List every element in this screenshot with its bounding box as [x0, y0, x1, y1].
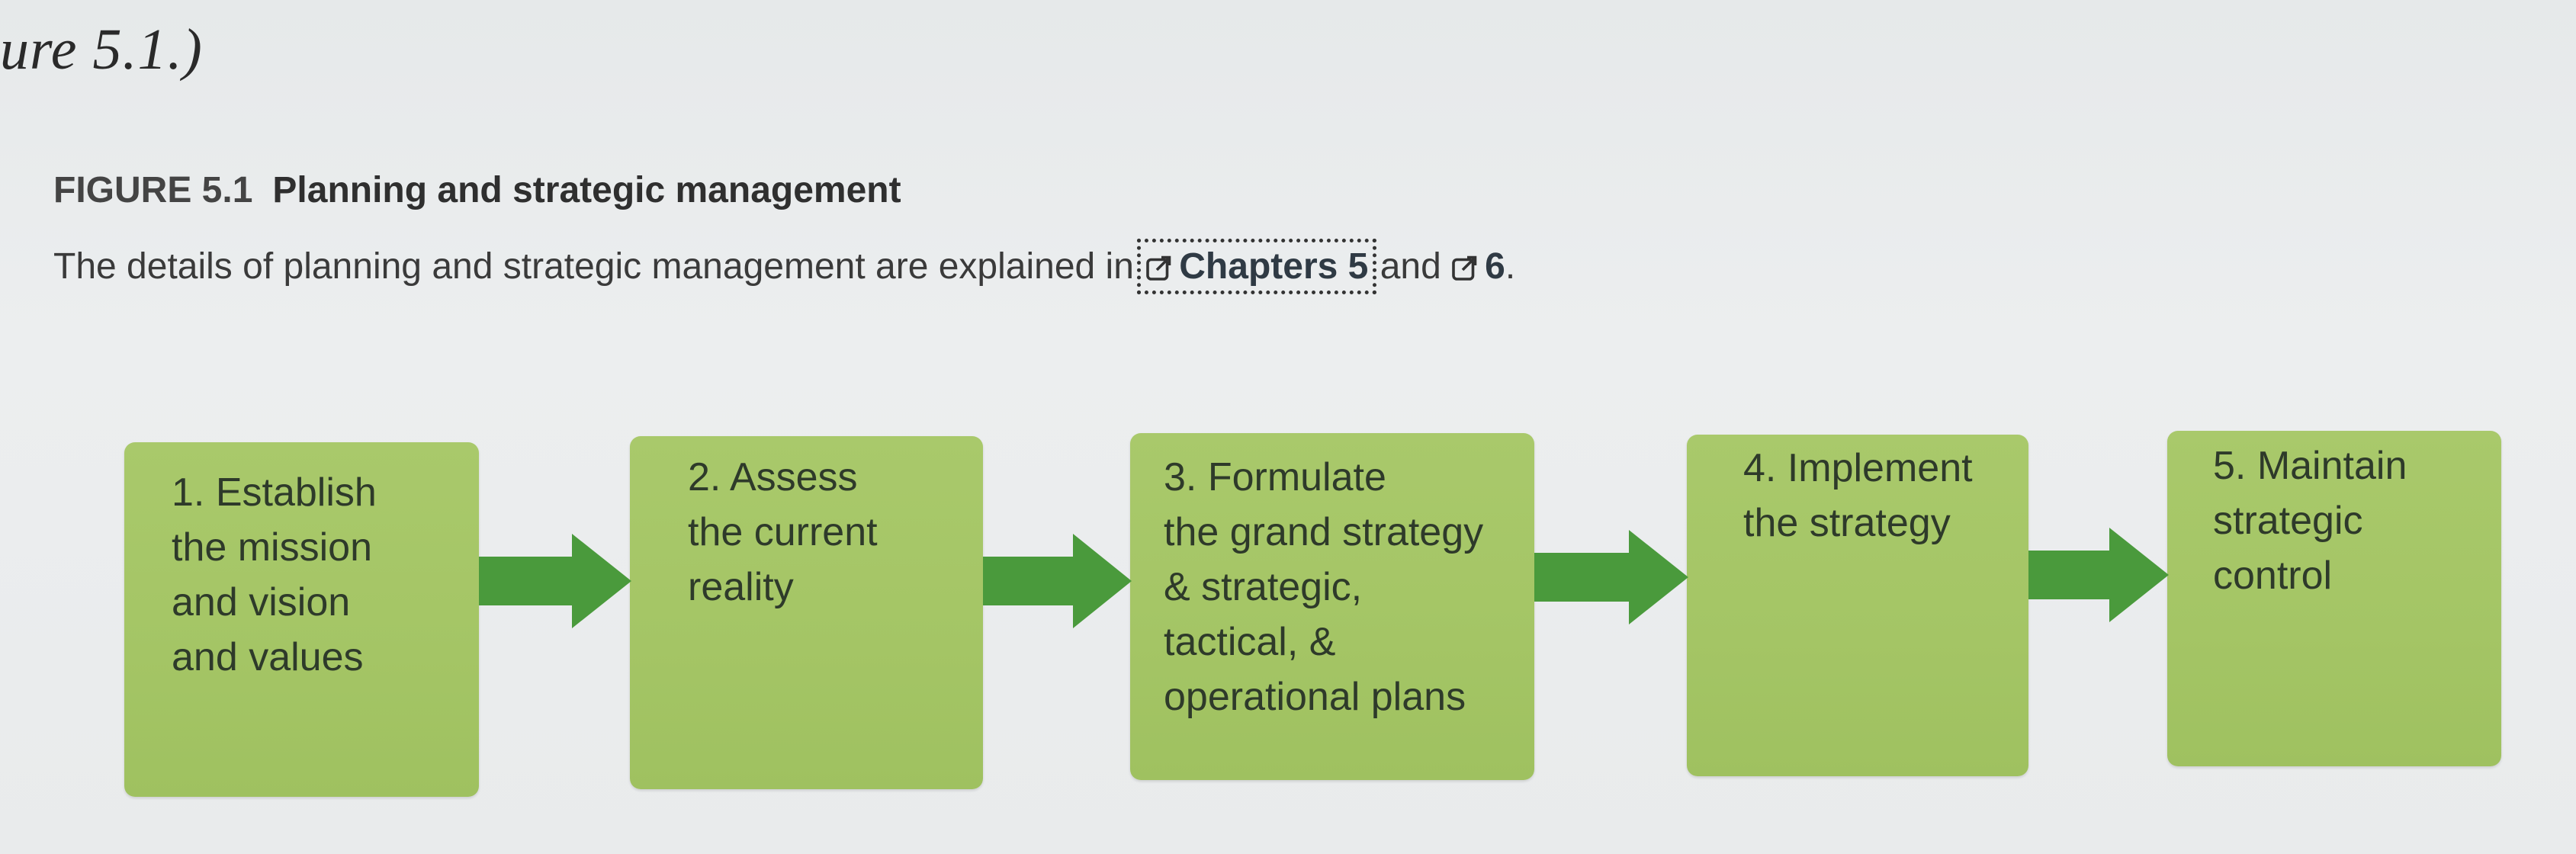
figure-title-text: Planning and strategic management [272, 170, 901, 210]
figure-caption: The details of planning and strategic ma… [53, 239, 1516, 294]
step-box-maintain-control: 5. Maintain strategic control [2167, 431, 2501, 766]
caption-suffix: . [1505, 246, 1516, 287]
chapter-6-link-text: 6 [1485, 246, 1505, 287]
step-box-implement-strategy: 4. Implement the strategy [1687, 435, 2028, 776]
external-link-icon [1452, 255, 1477, 281]
step-box-establish-mission: 1. Establish the mission and vision and … [124, 442, 479, 797]
step-label: 2. Assess the current reality [688, 455, 878, 609]
chapter-6-link[interactable]: 6 [1451, 246, 1505, 287]
external-link-icon [1146, 255, 1171, 281]
corner-reference: ure 5.1.) [0, 18, 203, 82]
step-box-formulate-strategy: 3. Formulate the grand strategy & strate… [1130, 433, 1534, 780]
figure-title: FIGURE 5.1 Planning and strategic managem… [53, 169, 901, 211]
right-arrow-icon [479, 534, 631, 628]
step-label: 3. Formulate the grand strategy & strate… [1164, 455, 1484, 719]
chapter-5-link-text: Chapters 5 [1179, 246, 1369, 287]
step-label: 1. Establish the mission and vision and … [172, 470, 377, 679]
right-arrow-icon [2028, 528, 2169, 622]
step-box-assess-reality: 2. Assess the current reality [630, 436, 983, 789]
step-label: 5. Maintain strategic control [2213, 444, 2407, 598]
chapter-5-link[interactable]: Chapters 5 [1137, 239, 1377, 294]
figure-number: FIGURE 5.1 [53, 170, 253, 210]
caption-between: and [1380, 246, 1441, 287]
step-label: 4. Implement the strategy [1743, 446, 1973, 545]
right-arrow-icon [1534, 530, 1688, 624]
right-arrow-icon [983, 534, 1132, 628]
caption-prefix: The details of planning and strategic ma… [53, 246, 1134, 287]
